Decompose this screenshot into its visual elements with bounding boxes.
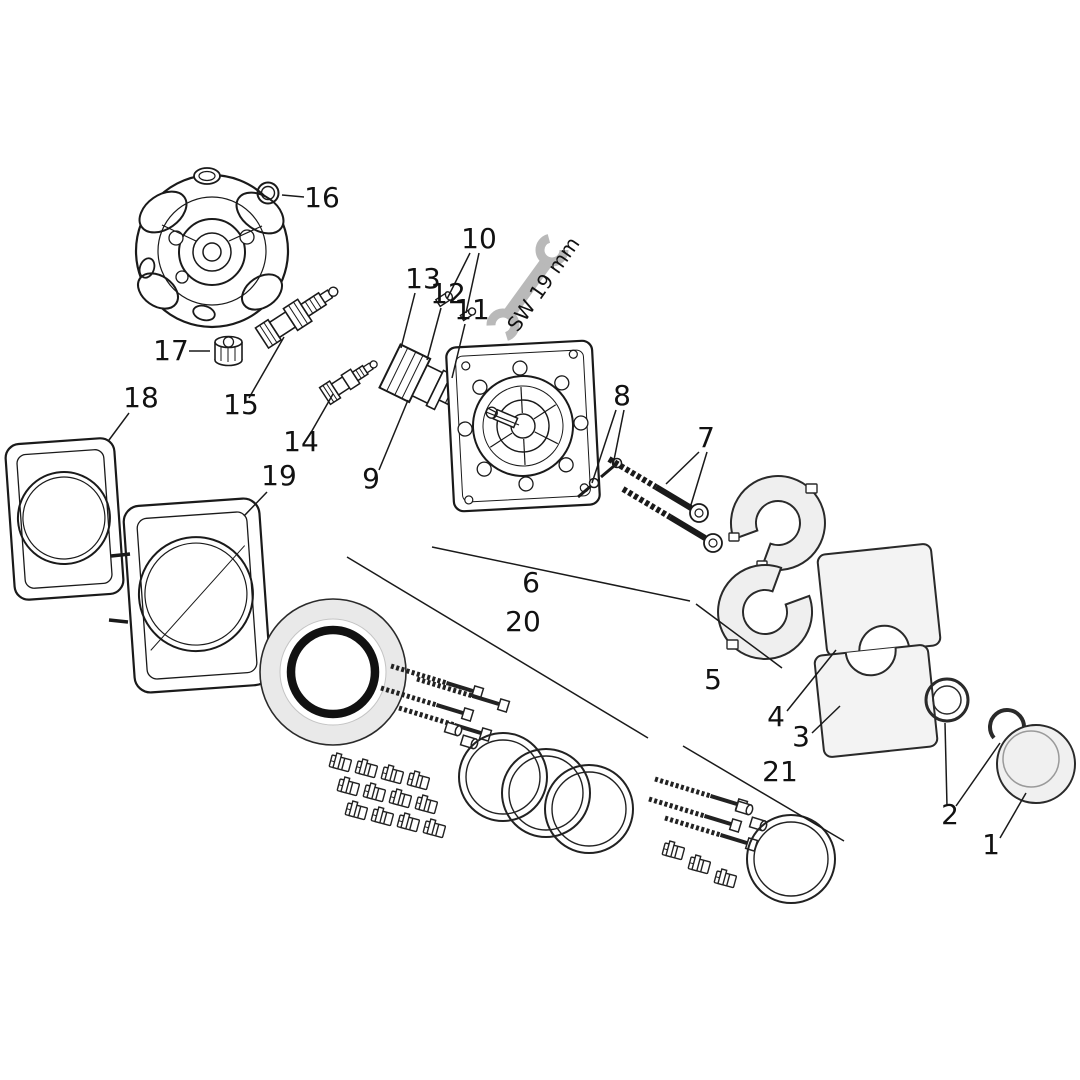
part-label-9: 9 [362,462,380,495]
part-label-19: 19 [261,459,297,492]
escutcheon-frame-18 [4,437,125,601]
o-ring-16 [256,181,280,205]
axis-line [485,411,520,426]
o-ring-2 [924,677,970,723]
part-label-10: 10 [461,222,497,255]
part-label-15: 15 [223,388,259,421]
part-label-4: 4 [767,700,785,733]
leader-lines [108,194,1027,839]
split-discs-5 [717,475,826,660]
escutcheon-frame-19 [122,497,272,694]
cartridge-14 [318,360,378,406]
part-label-14: 14 [283,425,319,458]
part-labels: 1 2 3 4 5 6 7 8 9 10 11 12 13 14 15 16 1… [123,181,1000,861]
part-label-21: 21 [762,755,798,788]
part-label-20: 20 [505,605,541,638]
cover-plate-4 [816,543,942,657]
part-label-2: 2 [941,798,959,831]
cover-plate-3 [813,644,939,758]
part-label-12: 12 [430,277,466,310]
group-lines [346,546,845,842]
open-end-wrench-icon [486,233,569,342]
part-label-13: 13 [405,262,441,295]
cartridge-15 [254,286,339,350]
valve-housing [134,167,290,329]
service-set-21 [647,774,836,904]
part-label-5: 5 [704,663,722,696]
handle-knob-1 [996,724,1076,804]
part-label-1: 1 [982,828,1000,861]
part-label-3: 3 [792,720,810,753]
part-label-11: 11 [454,293,490,326]
part-label-16: 16 [304,181,340,214]
plug-17 [214,335,243,367]
part-label-7: 7 [697,421,715,454]
mounting-plate [445,339,601,513]
frame-pins [108,552,131,624]
round-escutcheon [259,598,407,746]
bolts-7 [607,456,723,553]
part-label-18: 18 [123,381,159,414]
screws-8 [577,457,623,499]
part-label-17: 17 [153,334,189,367]
part-label-6: 6 [522,566,540,599]
part-label-8: 8 [613,379,631,412]
